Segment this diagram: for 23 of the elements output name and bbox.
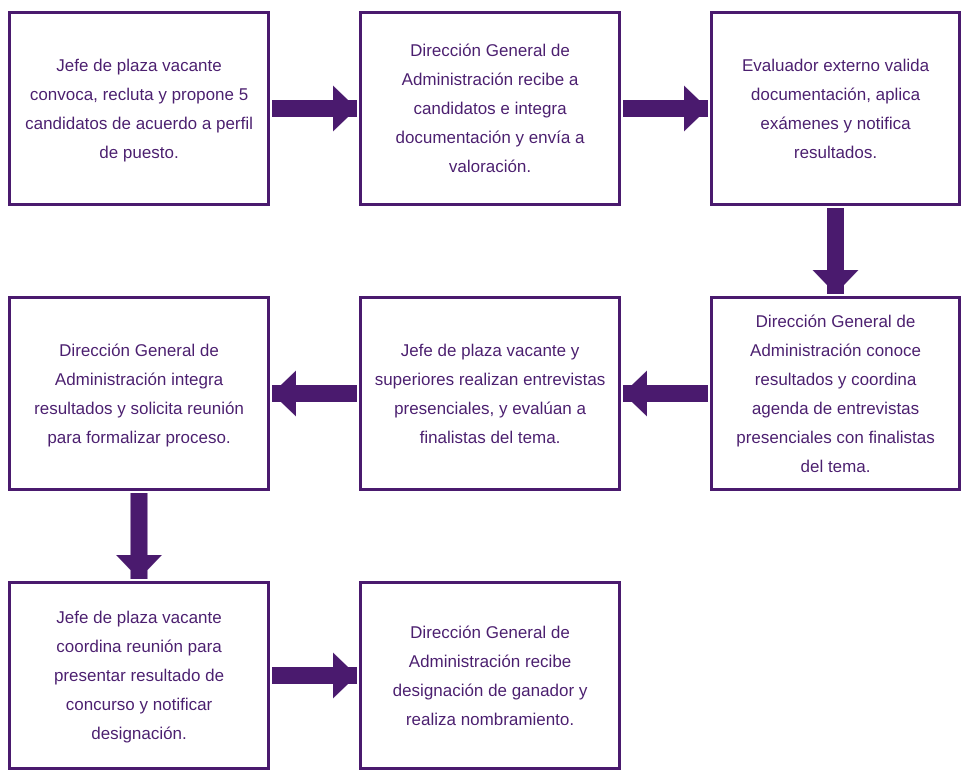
step-text: Jefe de plaza vacante convoca, recluta y propone 5 candidatos de acuerdo a perfil de puesto. (24, 54, 254, 164)
step-text: Jefe de plaza vacante coordina reunión para presentar resultado de concurso y notificar designación. (52, 607, 226, 745)
arrow (623, 370, 708, 416)
process-box (359, 296, 621, 491)
process-box (8, 11, 270, 206)
arrow (272, 370, 357, 416)
step-text: Evaluador externo valida documentación, aplica exámenes y notifica resultados. (740, 54, 930, 164)
step-text: Dirección General de Administración conoce resultados y coordina agenda de entrevistas presenciales con finalistas del tema. (735, 310, 936, 478)
step-text: Dirección General de Administración recibe designación de ganador y realiza nombramiento. (392, 622, 588, 730)
arrow (116, 493, 162, 579)
process-box (8, 581, 270, 770)
step-text: Dirección General de Administración integra resultados y solicita reunión para formalizar proceso. (33, 340, 245, 448)
process-box (710, 11, 961, 206)
step-text: Jefe de plaza vacante y superiores realizan entrevistas presenciales, y evalúan a finalistas del tema. (374, 340, 606, 448)
process-box (8, 296, 270, 491)
process-box (359, 11, 621, 206)
arrow (272, 652, 357, 698)
step-text: Dirección General de Administración recibe a candidatos e integra documentación y envía a valoración. (394, 40, 586, 178)
arrow (812, 208, 858, 294)
process-box (359, 581, 621, 770)
arrow (272, 86, 357, 132)
process-box (710, 296, 961, 491)
arrow (623, 86, 708, 132)
